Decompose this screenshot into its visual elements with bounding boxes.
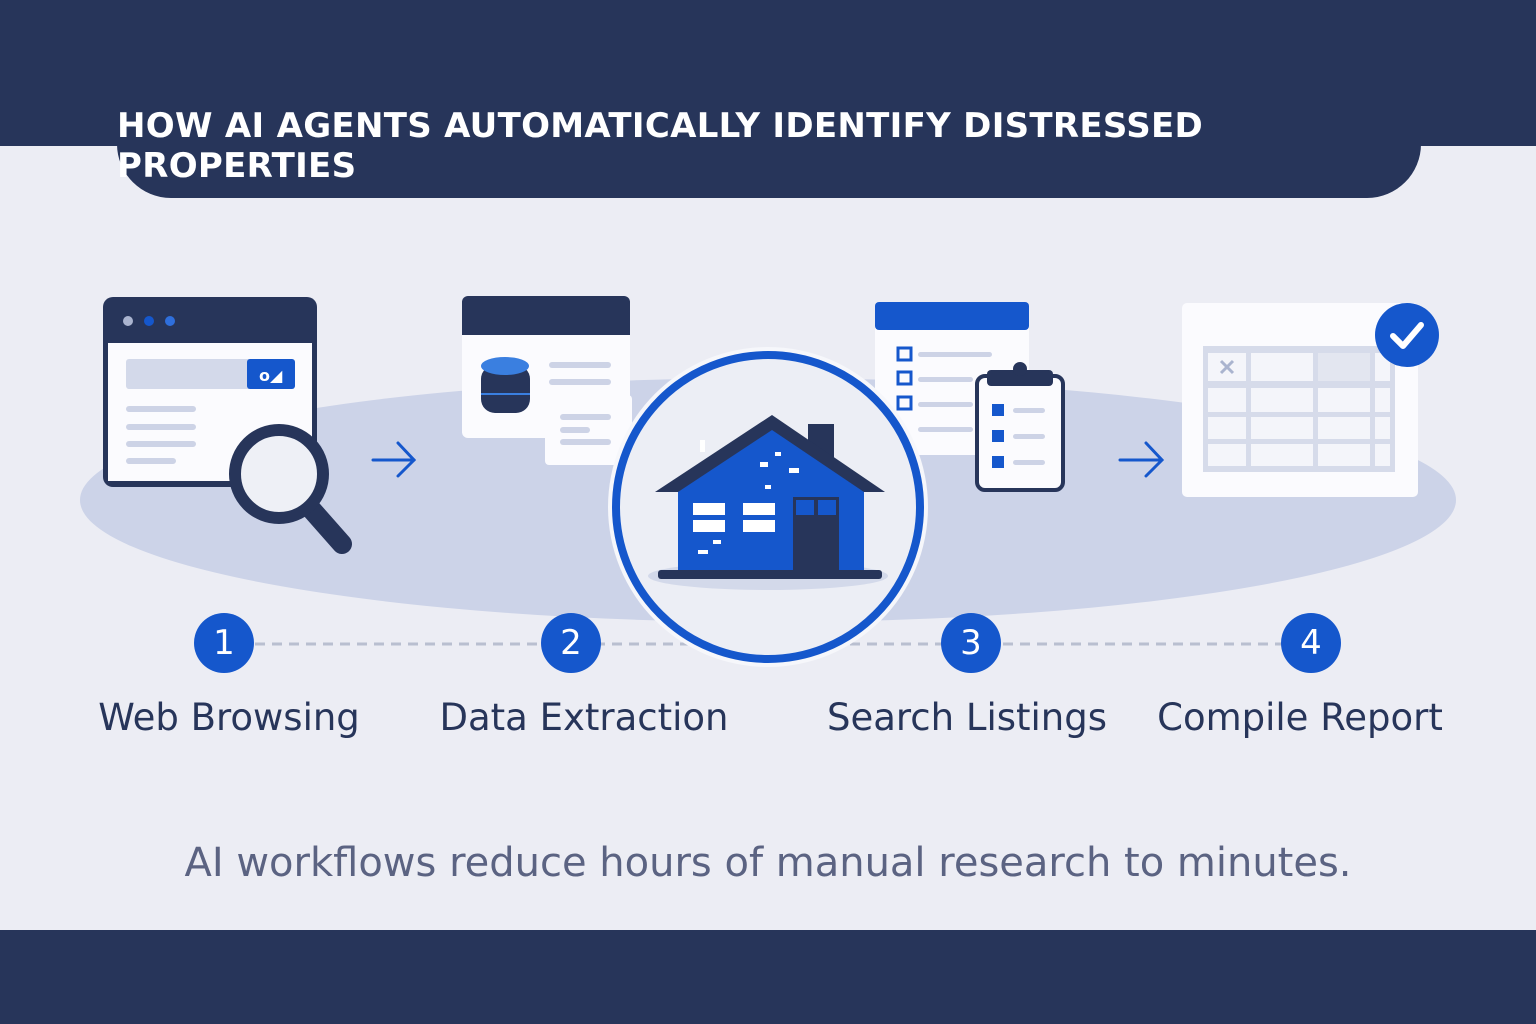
magnifier-icon — [229, 424, 329, 524]
checklist-clipboard-icon — [875, 302, 1065, 492]
step-3-label: Search Listings — [826, 696, 1108, 739]
distressed-house-icon — [608, 347, 928, 667]
database-document-icon — [462, 296, 632, 465]
spreadsheet-check-icon — [1182, 303, 1439, 497]
arrow-right-icon — [371, 441, 417, 478]
magnifier-handle — [302, 500, 352, 554]
title-banner: HOW AI AGENTS AUTOMATICALLY IDENTIFY DIS… — [117, 90, 1421, 198]
step-3-badge: 3 — [941, 613, 1001, 673]
page-title: HOW AI AGENTS AUTOMATICALLY IDENTIFY DIS… — [117, 106, 1204, 186]
step-4-label: Compile Report — [1157, 696, 1443, 739]
footer-caption: AI workflows reduce hours of manual rese… — [184, 840, 1352, 886]
step-2-badge: 2 — [541, 613, 601, 673]
check-icon — [1375, 303, 1439, 367]
step-4-badge: 4 — [1281, 613, 1341, 673]
step-2-label: Data Extraction — [439, 696, 729, 739]
browser-search-icon: o◢ — [103, 297, 352, 554]
arrow-right-icon — [1118, 441, 1165, 478]
svg-text:o◢: o◢ — [259, 366, 283, 385]
step-1-badge: 1 — [194, 613, 254, 673]
step-1-label: Web Browsing — [98, 696, 360, 739]
footer-band — [0, 930, 1536, 1024]
